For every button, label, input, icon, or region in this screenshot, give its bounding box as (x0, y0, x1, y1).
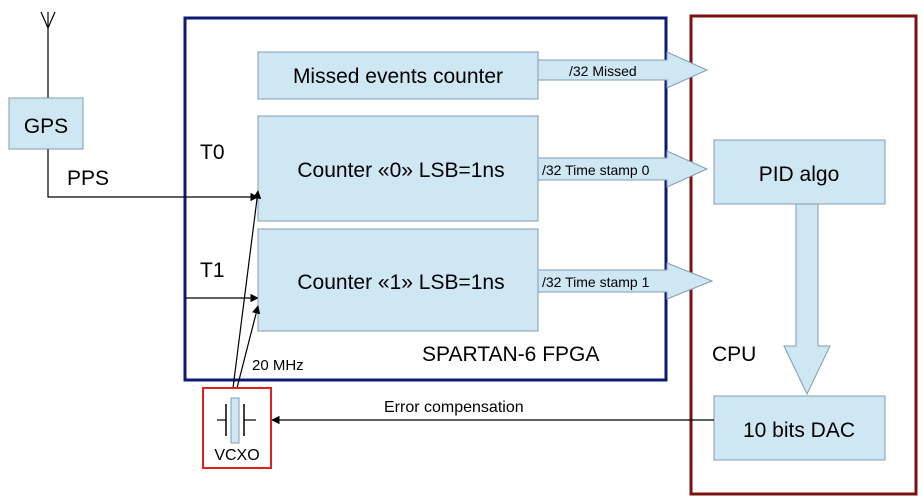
cpu-boundary (689, 14, 918, 496)
gps-label: GPS (24, 115, 68, 138)
t0-label: T0 (200, 141, 225, 164)
missed-bus-label: /32 Missed (569, 63, 637, 79)
pid-to-dac-arrow (783, 203, 831, 396)
clock-label: 20 MHz (252, 357, 304, 374)
antenna-icon (40, 11, 56, 98)
counter-0-block (257, 115, 539, 222)
dac-label: 10 bits DAC (743, 419, 855, 442)
timestamp-1-bus-label: /32 Time stamp 1 (542, 274, 650, 290)
t1-label: T1 (200, 259, 225, 282)
error-compensation-label: Error compensation (384, 399, 524, 416)
dac-block (713, 395, 886, 461)
fpga-label: SPARTAN-6 FPGA (422, 343, 599, 366)
pid-label: PID algo (759, 163, 840, 186)
pid-block (713, 139, 886, 205)
counter-0-label: Counter «0» LSB=1ns (297, 159, 504, 182)
pps-wire (47, 149, 259, 202)
timestamp-0-bus-label: /32 Time stamp 0 (542, 162, 650, 178)
pps-label: PPS (67, 167, 109, 190)
missed-bus-arrow (537, 51, 709, 89)
counter-1-label: Counter «1» LSB=1ns (297, 271, 504, 294)
clock-wire-counter-0 (232, 190, 262, 389)
crystal-icon (217, 397, 256, 444)
gps-block (8, 97, 84, 150)
timestamp-1-bus-arrow (537, 262, 714, 300)
cpu-label: CPU (712, 343, 756, 366)
counter-1-block (257, 228, 539, 332)
vcxo-boundary (202, 387, 272, 469)
missed-events-counter-label: Missed events counter (293, 65, 503, 88)
clock-wire-counter-1 (236, 305, 261, 389)
fpga-boundary (183, 16, 668, 382)
vcxo-label: VCXO (214, 447, 259, 464)
timestamp-0-bus-arrow (537, 150, 709, 188)
